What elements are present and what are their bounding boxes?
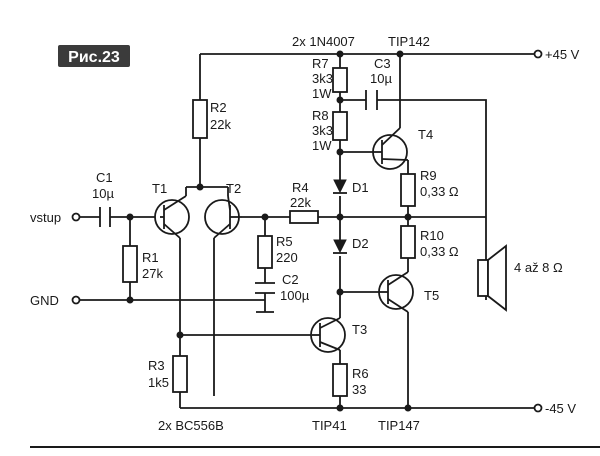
svg-text:R10: R10 xyxy=(420,228,444,243)
capacitor-c3 xyxy=(365,90,378,110)
svg-text:C2: C2 xyxy=(282,272,299,287)
svg-text:R4: R4 xyxy=(292,180,309,195)
svg-text:R2: R2 xyxy=(210,100,227,115)
svg-text:22k: 22k xyxy=(290,195,311,210)
resistor-r3 xyxy=(172,355,188,393)
label-c2: C2 100µ xyxy=(280,272,310,303)
svg-text:R5: R5 xyxy=(276,234,293,249)
speaker-icon xyxy=(477,244,507,312)
label-vplus: +45 V xyxy=(545,47,580,62)
label-r2: R2 22k xyxy=(210,100,231,132)
svg-text:220: 220 xyxy=(276,250,298,265)
label-r10: R10 0,33 Ω xyxy=(420,228,459,259)
label-tip142: TIP142 xyxy=(388,34,430,49)
label-d2: D2 xyxy=(352,236,369,251)
svg-text:27k: 27k xyxy=(142,266,163,281)
label-t2: T2 xyxy=(226,181,241,196)
svg-text:3k3: 3k3 xyxy=(312,71,333,86)
figure-badge: Рис.23 xyxy=(58,45,130,67)
label-tip147: TIP147 xyxy=(378,418,420,433)
svg-text:1W: 1W xyxy=(312,86,332,101)
svg-text:10µ: 10µ xyxy=(370,71,392,86)
label-r1: R1 27k xyxy=(142,250,163,281)
resistor-r6 xyxy=(332,363,348,397)
label-gnd: GND xyxy=(30,293,59,308)
svg-text:R6: R6 xyxy=(352,366,369,381)
label-r9: R9 0,33 Ω xyxy=(420,168,459,199)
diode-d1 xyxy=(333,179,347,194)
terminals xyxy=(71,49,543,413)
svg-text:10µ: 10µ xyxy=(92,186,114,201)
resistor-r7 xyxy=(332,67,348,93)
label-c1: C1 10µ xyxy=(92,170,114,201)
resistor-r9 xyxy=(400,173,416,207)
label-r7: R7 3k3 1W xyxy=(312,56,333,101)
label-t1: T1 xyxy=(152,181,167,196)
resistor-r5 xyxy=(257,235,273,269)
resistor-r8 xyxy=(332,111,348,141)
svg-text:100µ: 100µ xyxy=(280,288,310,303)
label-r4: R4 22k xyxy=(290,180,311,210)
transistor-t4 xyxy=(372,127,409,170)
svg-text:C1: C1 xyxy=(96,170,113,185)
svg-text:3k3: 3k3 xyxy=(312,123,333,138)
label-r6: R6 33 xyxy=(352,366,369,397)
transistor-t1 xyxy=(154,187,190,239)
labels: 2x 1N4007 TIP142 +45 V -45 V R7 3k3 1W C… xyxy=(30,34,580,433)
diode-d2 xyxy=(333,239,347,254)
svg-text:1W: 1W xyxy=(312,138,332,153)
label-c3: C3 10µ xyxy=(370,56,392,86)
transistor-t3 xyxy=(310,317,346,353)
figure-label: Рис.23 xyxy=(68,49,120,66)
label-tip41: TIP41 xyxy=(312,418,347,433)
label-t3: T3 xyxy=(352,322,367,337)
svg-text:R7: R7 xyxy=(312,56,329,71)
svg-text:0,33 Ω: 0,33 Ω xyxy=(420,184,459,199)
capacitor-c1 xyxy=(99,207,111,227)
label-vminus: -45 V xyxy=(545,401,576,416)
label-diode-pair: 2x 1N4007 xyxy=(292,34,355,49)
label-r8: R8 3k3 1W xyxy=(312,108,333,153)
label-r3: R3 1k5 xyxy=(148,358,169,390)
svg-text:R3: R3 xyxy=(148,358,165,373)
svg-text:R1: R1 xyxy=(142,250,159,265)
wires xyxy=(80,53,534,409)
resistor-r4 xyxy=(289,210,319,224)
label-vstup: vstup xyxy=(30,210,61,225)
svg-text:R9: R9 xyxy=(420,168,437,183)
svg-text:22k: 22k xyxy=(210,117,231,132)
label-t4: T4 xyxy=(418,127,433,142)
label-d1: D1 xyxy=(352,180,369,195)
label-bc556: 2x BC556B xyxy=(158,418,224,433)
svg-text:1k5: 1k5 xyxy=(148,375,169,390)
capacitor-c2 xyxy=(255,282,275,313)
label-r5: R5 220 xyxy=(276,234,298,265)
svg-text:C3: C3 xyxy=(374,56,391,71)
svg-text:R8: R8 xyxy=(312,108,329,123)
transistor-t5 xyxy=(378,271,414,313)
resistor-r1 xyxy=(122,245,138,283)
resistor-r10 xyxy=(400,225,416,259)
label-t5: T5 xyxy=(424,288,439,303)
resistor-r2 xyxy=(192,99,208,139)
label-speaker: 4 až 8 Ω xyxy=(514,260,563,275)
transistor-t2 xyxy=(204,187,242,239)
svg-text:33: 33 xyxy=(352,382,366,397)
svg-text:0,33 Ω: 0,33 Ω xyxy=(420,244,459,259)
junction-dots xyxy=(126,50,412,412)
